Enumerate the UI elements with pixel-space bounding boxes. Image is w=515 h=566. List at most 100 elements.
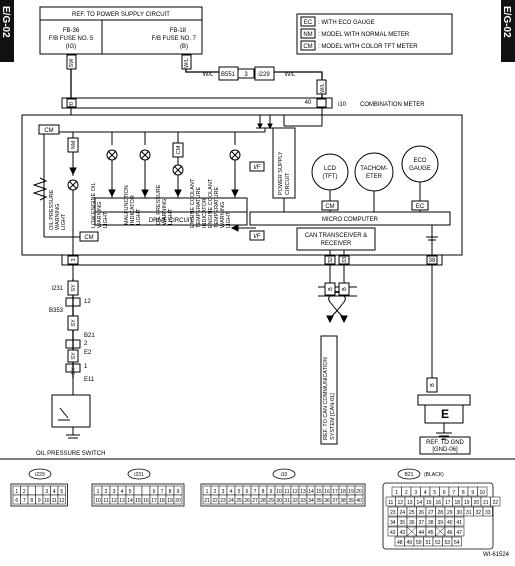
meter-pin-38: 38 [429,258,436,264]
section-tab-text: E/G-02 [0,6,11,38]
i229-pin: 12 [59,498,65,504]
b21-pin: 31 [466,510,472,516]
legend-text-cm: : MODEL WITH COLOR TFT METER [318,44,418,50]
i229-pin: 10 [44,498,50,504]
combination-meter-label: COMBINATION METER [360,102,425,108]
b21-cell [454,526,465,537]
b21-pin: 24 [399,510,405,516]
oil-pressure-switch [51,394,91,428]
i10-pin: 9 [270,489,273,495]
i231-pin: 15 [135,498,141,504]
i10-pin: 29 [268,498,274,504]
i10-pin: 23 [220,498,226,504]
b21-pin: 49 [406,540,412,546]
i10-pin: 3 [222,489,225,495]
wire-wl-1: W/L [184,58,190,68]
i10-pin: 30 [276,498,282,504]
i231-pin: 1 [97,489,100,495]
fuse-left-no: F/B FUSE NO. 5 [49,36,94,42]
can-ref-label: REF. TO CAN COMMUNICATION SYSTEM [CAN-01… [323,356,336,440]
tag-if-lower: I/F [254,234,261,240]
wire-sw: SW [69,58,75,68]
oil-pressure-warning-light-label: OIL PRESSURE WARNING LIGHT [49,188,67,230]
b21-pin: 51 [425,540,431,546]
pin-12: 12 [84,299,91,305]
tachometer-label-2: ETER [366,174,383,180]
i231-pin: 14 [127,498,133,504]
legend-text-ec: : WITH ECO GAUGE [318,20,375,26]
i229-pin: 11 [52,498,57,504]
i231-pin: 8 [169,489,172,495]
legend-code-nm: NM [303,32,312,38]
i231-pin: 12 [111,498,117,504]
connector-b21: B21 [84,333,95,339]
i10-pin: 31 [284,498,290,504]
tag-ec: EC [416,204,425,210]
legend-code-ec: EC [304,20,313,26]
i10-pin: 37 [332,498,338,504]
i10-pin: 22 [212,498,218,504]
b21-pin: 1 [395,490,398,496]
connector-b551: B551 [221,72,236,78]
i10-pin: 33 [300,498,306,504]
i231-cell [173,494,183,505]
can-transceiver-label-1: CAN TRANSCEIVER & [305,233,368,239]
b21-pin: 47 [456,530,462,536]
i231-tag [127,468,151,480]
i231-pin: 7 [161,489,164,495]
i10-pin: 16 [324,489,330,495]
b21-pin: 15 [426,500,432,506]
i10-pin: 27 [252,498,258,504]
oil-pressure-switch-label: OIL PRESSURE SWITCH [36,451,105,457]
i10-pin: 10 [276,489,282,495]
b21-pin: 3 [414,490,417,496]
i229-pin: 1 [15,489,18,495]
wire-can-l: B [328,287,334,291]
b21-pin: 12 [397,500,403,506]
b21-pin: 38 [428,520,434,526]
eco-gauge-label-1: ECO [413,158,426,164]
b21-pin: 37 [418,520,424,526]
b21-pin: 22 [492,500,498,506]
fuse-left-type: (IG) [66,44,76,50]
connector-i10: i10 [338,102,347,108]
i231-body [91,483,185,507]
i229-pin: 9 [38,498,41,504]
wire-sy-2: SY [71,319,77,327]
eco-gauge-label-2: GAUGE [409,166,431,172]
connector-e11: E11 [84,377,95,383]
tachometer-label-1: TACHOM- [360,166,388,172]
i10-pin: 2 [214,489,217,495]
wire-sy-1: SY [71,284,77,292]
light-label-coolant: ENGINE COOLANT TEMPERATURE INDICATOR ENG… [190,177,232,228]
b21-pin: 6 [443,490,446,496]
fuse-right-type: (B) [180,44,188,50]
lcd-label: LCD [324,166,337,172]
i231-pin: 13 [119,498,125,504]
i231-pin: 11 [103,498,108,504]
b21-pin: 5 [433,490,436,496]
meter-pin-20: 20 [69,102,75,108]
meter-pin-32: 32 [328,257,334,263]
can-transceiver-label-2: RECEIVER [321,241,352,247]
b21-pin: 19 [464,500,470,506]
i10-pin: 4 [230,489,233,495]
light-label-malfunction: MALFUNCTION INDICATOR LIGHT [124,184,142,225]
b21-pin: 28 [437,510,443,516]
i231-pin: 9 [177,489,180,495]
b21-body [382,482,494,550]
wire-sy-3: SY [71,352,77,360]
light-label-low-oil: LOW ENGINE OIL WARNING LIGHT [91,181,109,228]
i10-pin: 39 [348,498,354,504]
i231-pin: 18 [159,498,165,504]
tag-cm-left: CM [44,128,53,134]
b21-pin: 27 [428,510,434,516]
b21-pin: 46 [447,530,453,536]
b21-pin: 54 [454,540,460,546]
section-tab-left: E/G-02 [0,0,14,62]
b21-pin: 8 [462,490,465,496]
i10-cell [354,494,364,505]
i10-pin: 28 [260,498,266,504]
